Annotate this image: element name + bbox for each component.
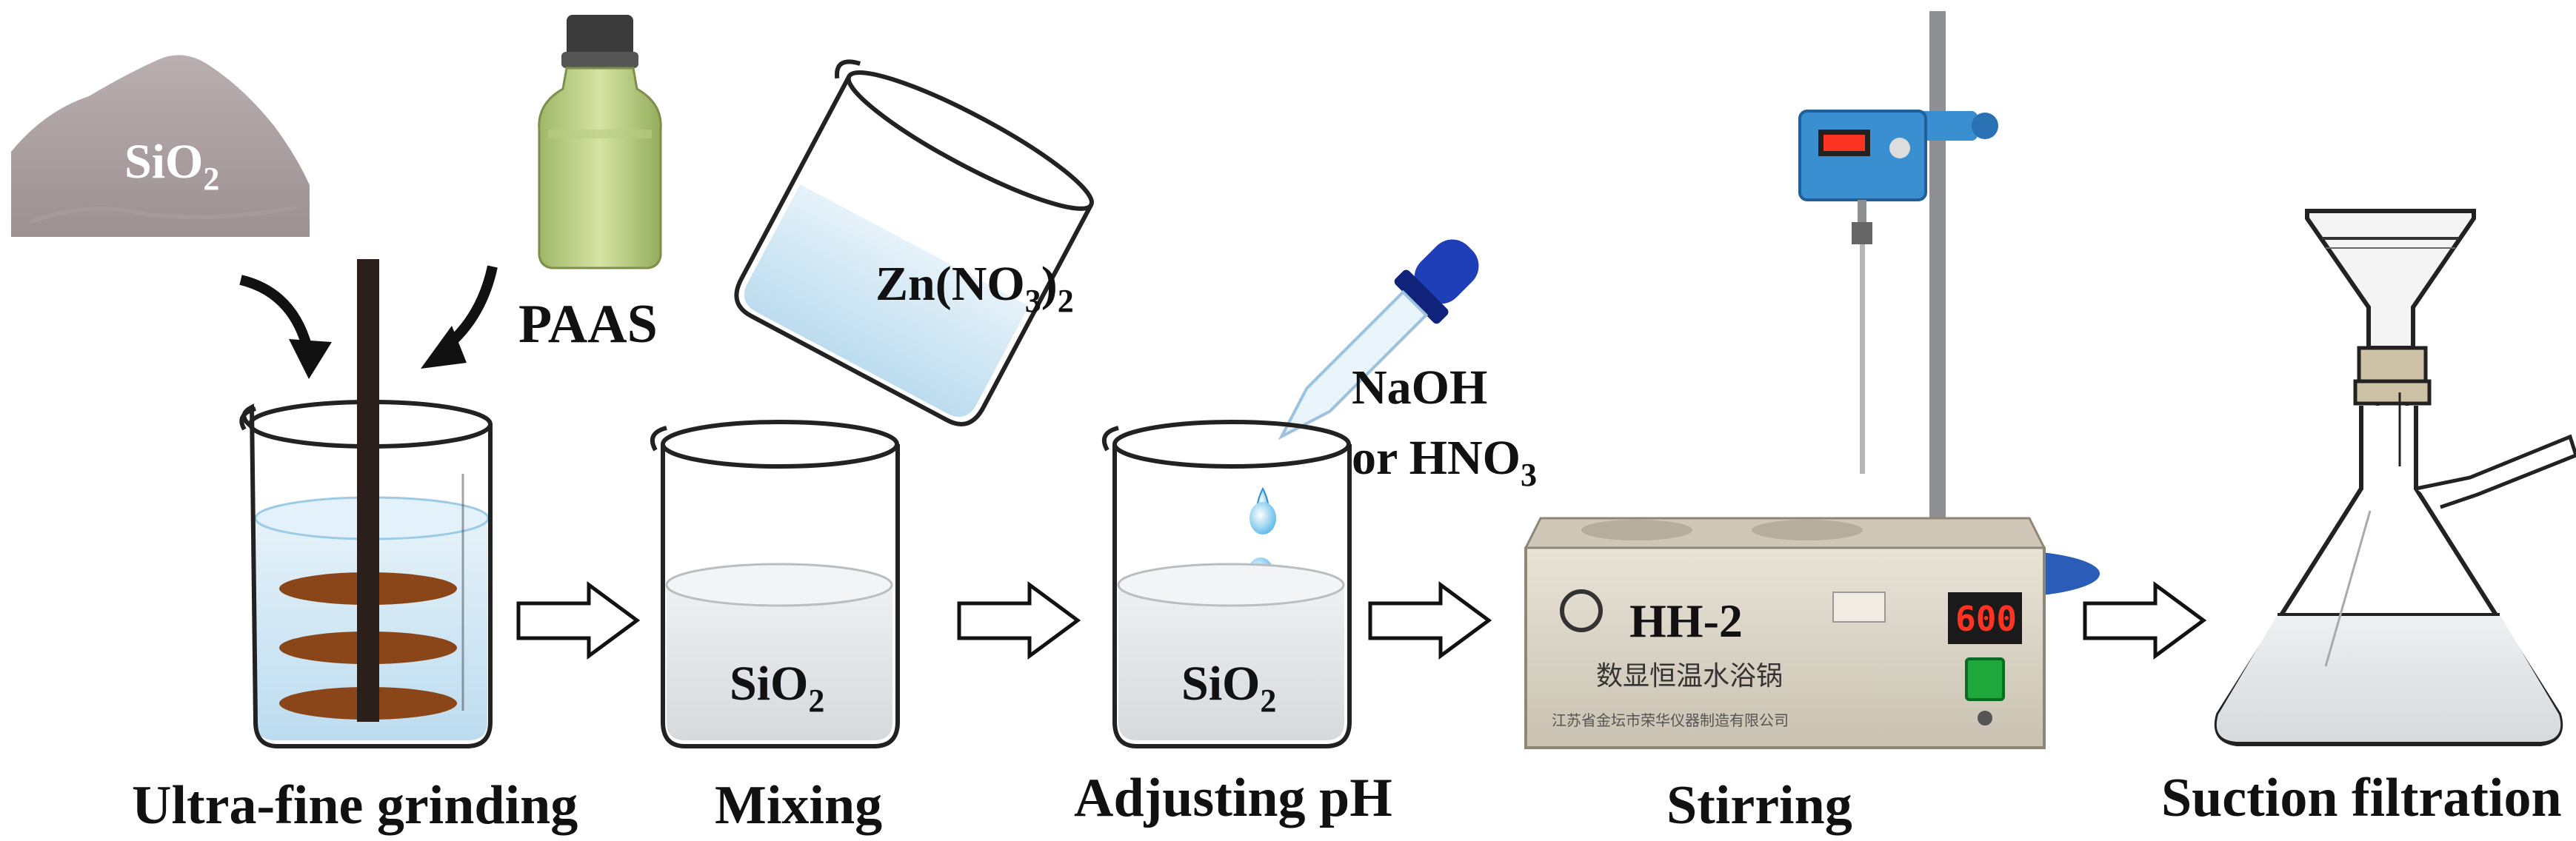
temperature-display (1948, 592, 2022, 644)
step-label-mixing: Mixing (715, 775, 882, 836)
step-label-adjusting: Adjusting pH (1074, 768, 1392, 828)
step-stirring: HH-2 数显恒温水浴锅 江苏省金坛市荣华仪器制造有限公司 600 Stirri… (1524, 11, 2100, 836)
dropper (1278, 239, 1479, 440)
paas-bottle (538, 15, 662, 269)
stirring-rod (357, 259, 379, 722)
naoh-label: NaOH (1352, 361, 1487, 415)
stand-rod (1929, 11, 1946, 574)
step-label-filtration: Suction filtration (2161, 768, 2562, 828)
mixing-beaker: SiO2 (650, 420, 900, 748)
adjusting-beaker-label: SiO2 (1181, 657, 1276, 719)
flow-arrow-3 (1368, 581, 1492, 660)
feed-arrow-paas (421, 265, 498, 369)
adjusting-beaker: SiO2 (1102, 420, 1352, 748)
step-ultra-fine-grinding: SiO2 PAAS (11, 15, 662, 836)
paas-label: PAAS (518, 294, 658, 355)
zinc-nitrate-beaker (734, 59, 1094, 426)
zinc-nitrate-label: Zn(NO3)2 (875, 257, 1074, 319)
step-mixing: SiO2 Mixing (650, 420, 900, 836)
bath-model-label: HH-2 (1629, 594, 1743, 647)
water-bath: HH-2 数显恒温水浴锅 江苏省金坛市荣华仪器制造有限公司 600 (1524, 517, 2046, 749)
flow-arrow-4 (2083, 581, 2207, 660)
step-label-stirring: Stirring (1666, 775, 1852, 836)
feed-arrow-powder (239, 275, 332, 379)
suction-flask (2214, 392, 2576, 746)
hno3-label: or HNO3 (1352, 431, 1537, 493)
mixing-beaker-label: SiO2 (730, 657, 824, 719)
flow-arrow-2 (957, 581, 1081, 660)
bath-maker: 江苏省金坛市荣华仪器制造有限公司 (1552, 711, 1789, 729)
bath-subtitle: 数显恒温水浴锅 (1596, 661, 1783, 691)
step-adjusting-ph: NaOH or HNO3 SiO2 Adjusting pH (1074, 239, 1537, 828)
powder-label: SiO2 (124, 135, 219, 197)
flow-arrow-1 (516, 581, 641, 660)
sio2-powder-pile: SiO2 (11, 55, 310, 237)
stirrer-controller (1798, 110, 1927, 201)
power-switch (1965, 657, 2005, 701)
step-suction-filtration: Suction filtration (2161, 209, 2576, 828)
step-label-grinding: Ultra-fine grinding (132, 775, 578, 836)
temperature-readout: 600 (1955, 599, 2017, 639)
